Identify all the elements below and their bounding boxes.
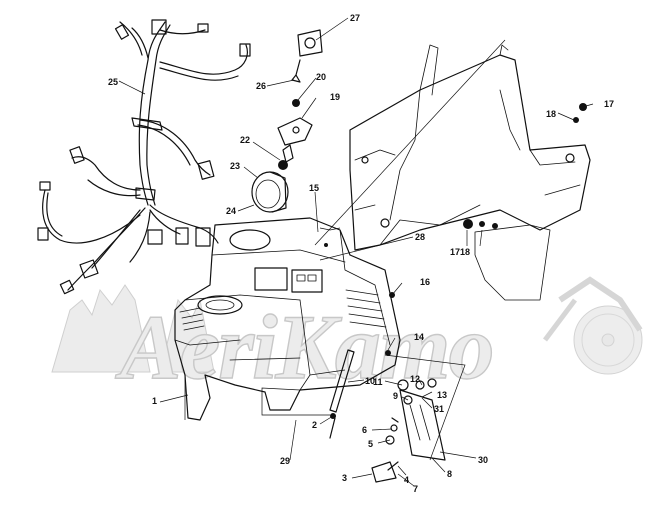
watermark: AeriKamo [51, 276, 643, 399]
callout-24: 24 [226, 206, 236, 216]
callouts: 1 2 3 4 5 6 7 8 9 10 11 12 13 14 15 16 1… [108, 13, 614, 494]
callout-5: 5 [368, 439, 373, 449]
bracket-assembly [277, 59, 313, 170]
callout-25: 25 [108, 77, 118, 87]
alignment-lines [184, 39, 506, 461]
callout-29: 29 [280, 456, 290, 466]
drawing: 1 2 3 4 5 6 7 8 9 10 11 12 13 14 15 16 1… [37, 13, 614, 494]
mounting-plate [329, 378, 446, 483]
callout-13: 13 [437, 390, 447, 400]
console-grille [179, 289, 387, 331]
callout-22: 22 [240, 135, 250, 145]
leader-lines [118, 17, 594, 487]
wiring-harness [37, 19, 251, 295]
callout-7: 7 [413, 484, 418, 494]
callout-23: 23 [230, 161, 240, 171]
watermark-text: AeriKamo [115, 296, 492, 398]
callout-18-bottom: 18 [460, 247, 470, 257]
callout-3: 3 [342, 473, 347, 483]
callout-16: 16 [420, 277, 430, 287]
callout-12: 12 [410, 374, 420, 384]
callout-2: 2 [312, 420, 317, 430]
callout-9: 9 [393, 391, 398, 401]
callout-19: 19 [330, 92, 340, 102]
callout-17-top: 17 [604, 99, 614, 109]
console-housing [174, 217, 401, 421]
callout-11: 11 [373, 377, 383, 387]
fasteners [324, 103, 587, 356]
callout-8: 8 [447, 469, 452, 479]
callout-26: 26 [256, 81, 266, 91]
switch-27 [297, 29, 323, 57]
watermark-motorcycle [543, 276, 643, 375]
callout-17-bottom: 17 [450, 247, 460, 257]
trim-strip [329, 349, 355, 413]
callout-4: 4 [404, 475, 409, 485]
gauge [251, 171, 289, 213]
callout-15: 15 [309, 183, 319, 193]
callout-14: 14 [414, 332, 424, 342]
callout-30: 30 [478, 455, 488, 465]
callout-31: 31 [434, 404, 444, 414]
callout-20: 20 [316, 72, 326, 82]
callout-6: 6 [362, 425, 367, 435]
frame [349, 44, 591, 301]
callout-10: 10 [365, 376, 375, 386]
callout-1: 1 [152, 396, 157, 406]
callout-28: 28 [415, 232, 425, 242]
callout-18-top: 18 [546, 109, 556, 119]
callout-27: 27 [350, 13, 360, 23]
